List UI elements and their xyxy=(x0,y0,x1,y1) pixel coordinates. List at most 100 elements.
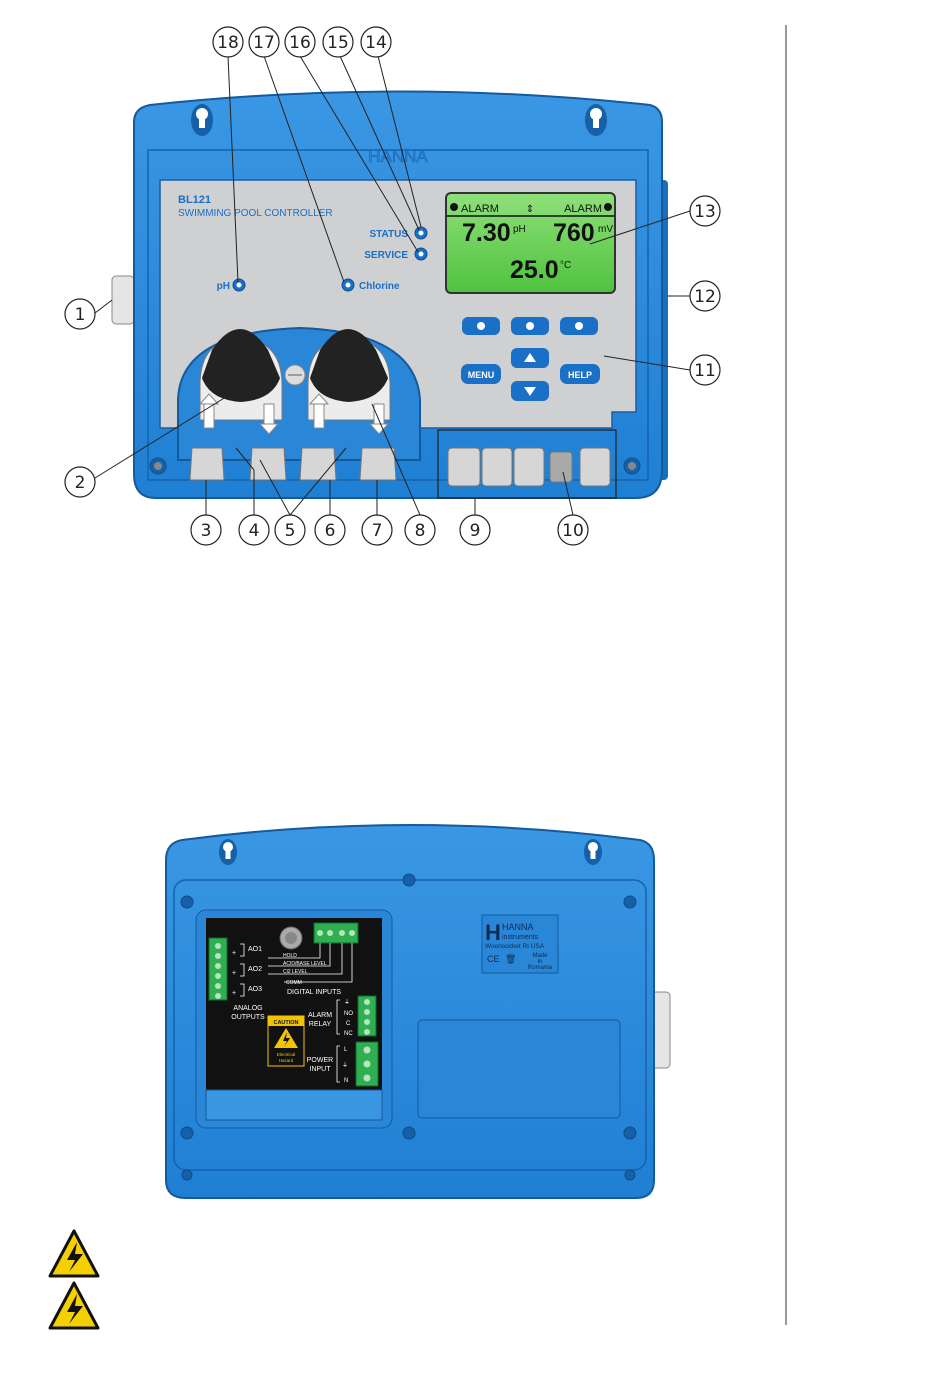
chlorine-pump xyxy=(307,329,391,435)
lcd-ph-value: 7.30 xyxy=(462,219,511,247)
chlorine-pump-knob xyxy=(310,329,388,402)
comm-label: COMM xyxy=(286,980,302,986)
lcd-temp-value: 25.0 xyxy=(510,256,559,284)
front-screw-right-head xyxy=(628,462,636,470)
leader-17 xyxy=(263,55,345,283)
leader-5-a xyxy=(259,459,291,516)
svg-text:8: 8 xyxy=(415,521,426,541)
leader-18 xyxy=(227,55,239,283)
svg-text:12: 12 xyxy=(694,287,716,307)
lcd-temp-unit: °C xyxy=(560,260,571,271)
callout-12: 12 xyxy=(689,280,721,312)
mount-keyhole-left xyxy=(191,104,213,136)
front-screw-left-head xyxy=(154,462,162,470)
analog-outputs-label-2: OUTPUTS xyxy=(231,1014,265,1021)
caution-banner xyxy=(268,1016,304,1026)
callout-14: 14 xyxy=(360,26,392,58)
power-input-label-1: POWER xyxy=(307,1057,333,1064)
nc-label: NC xyxy=(344,1031,353,1037)
caution-label: CAUTION xyxy=(273,1020,298,1026)
no-label: NO xyxy=(344,1011,353,1017)
cable-gland-1 xyxy=(447,447,481,487)
svg-text:3: 3 xyxy=(201,521,212,541)
digital-input-terminal-screws xyxy=(317,930,355,936)
status-led-core xyxy=(418,230,424,236)
lcd-ph-unit: pH xyxy=(513,224,526,235)
power-input-labels: L ⏚ N POWER INPUT xyxy=(307,1047,349,1084)
svg-text:14: 14 xyxy=(365,33,387,53)
down-arrow-icon xyxy=(524,387,536,396)
logo-instruments: instruments xyxy=(502,934,539,941)
n-label: N xyxy=(344,1078,348,1084)
warning-icon-2 xyxy=(48,1281,100,1330)
chlorine-led-label: Chlorine xyxy=(359,281,400,292)
alarm-relay-labels: ⏚ NO C NC ALARM RELAY xyxy=(308,999,353,1037)
leader-14 xyxy=(377,55,422,228)
callout-16: 16 xyxy=(284,26,316,58)
tube-fittings xyxy=(189,447,397,481)
svg-text:9: 9 xyxy=(470,521,481,541)
power-ground-icon: ⏚ xyxy=(342,1062,348,1069)
lightning-bolt-icon xyxy=(67,1294,83,1324)
analog-terminal-screws xyxy=(215,943,221,999)
ao3-plus-label: + xyxy=(232,990,236,997)
ao2-plus-label: + xyxy=(232,970,236,977)
help-button[interactable] xyxy=(560,364,600,384)
l-label: L xyxy=(344,1047,348,1053)
svg-text:13: 13 xyxy=(694,202,716,222)
lcd-display xyxy=(445,192,616,294)
fitting-4 xyxy=(249,447,287,481)
svg-text:5: 5 xyxy=(285,521,296,541)
service-label: SERVICE xyxy=(364,250,408,261)
svg-text:10: 10 xyxy=(562,521,584,541)
softkey-1-dot-icon xyxy=(477,322,485,330)
back-screw-br xyxy=(623,1126,637,1140)
callout-2: 2 xyxy=(64,466,96,498)
hold-label: HOLD xyxy=(283,953,297,959)
callout-13: 13 xyxy=(689,195,721,227)
product-subtitle: SWIMMING POOL CONTROLLER xyxy=(178,208,333,219)
status-label: STATUS xyxy=(369,229,408,240)
lcd-alarm-right: ALARM xyxy=(564,203,602,215)
lcd-mv-unit: mV xyxy=(598,224,613,235)
back-screw-bl xyxy=(180,1126,194,1140)
caution-bolt-icon xyxy=(283,1032,290,1047)
svg-text:17: 17 xyxy=(253,33,275,53)
enclosure-inner-outline xyxy=(147,149,649,481)
softkey-2-dot-icon xyxy=(526,322,534,330)
alarm-relay-terminal-block xyxy=(357,995,377,1037)
svg-text:4: 4 xyxy=(249,521,260,541)
callout-17: 17 xyxy=(248,26,280,58)
leader-2 xyxy=(94,391,235,479)
svg-text:11: 11 xyxy=(694,361,716,381)
alarm-ground-icon: ⏚ xyxy=(344,999,350,1006)
model-label: BL121 xyxy=(178,194,211,206)
analog-output-labels: + AO1 + AO2 + AO3 ANALOG OUTPUTS xyxy=(231,946,265,1021)
svg-text:7: 7 xyxy=(372,521,383,541)
power-terminal-screws xyxy=(363,1046,371,1082)
digital-input-wires xyxy=(268,943,353,983)
alarm-relay-bracket xyxy=(336,999,340,1035)
back-screw-foot-left xyxy=(181,1169,193,1181)
fitting-7 xyxy=(359,447,397,481)
alarm-relay-label-2: RELAY xyxy=(309,1021,332,1028)
lcd-alarm-left: ALARM xyxy=(461,203,499,215)
leader-16 xyxy=(299,55,419,253)
digital-input-labels: HOLD ACID/BASE LEVEL Cl2 LEVEL COMM xyxy=(283,953,327,986)
lightning-bolt-icon xyxy=(67,1242,83,1272)
brand-emboss: HANNA xyxy=(368,147,428,166)
electrical-hazard-label-2: Hazard xyxy=(279,1058,294,1063)
callout-8: 8 xyxy=(404,514,436,546)
logo-city: Woonsocket RI USA xyxy=(485,943,545,950)
svg-text:2: 2 xyxy=(75,473,86,493)
leader-1 xyxy=(94,299,113,314)
svg-text:1: 1 xyxy=(75,305,86,325)
cable-gland-5 xyxy=(579,447,611,487)
lcd-mv-value: 760 xyxy=(553,219,595,247)
manufacturer-label xyxy=(481,914,559,974)
electrical-hazard-label-1: Electrical xyxy=(277,1052,295,1057)
callout-3: 3 xyxy=(190,514,222,546)
menu-button[interactable] xyxy=(461,364,501,384)
back-screw-bottom xyxy=(402,1126,416,1140)
alarm-relay-label-1: ALARM xyxy=(308,1012,332,1019)
